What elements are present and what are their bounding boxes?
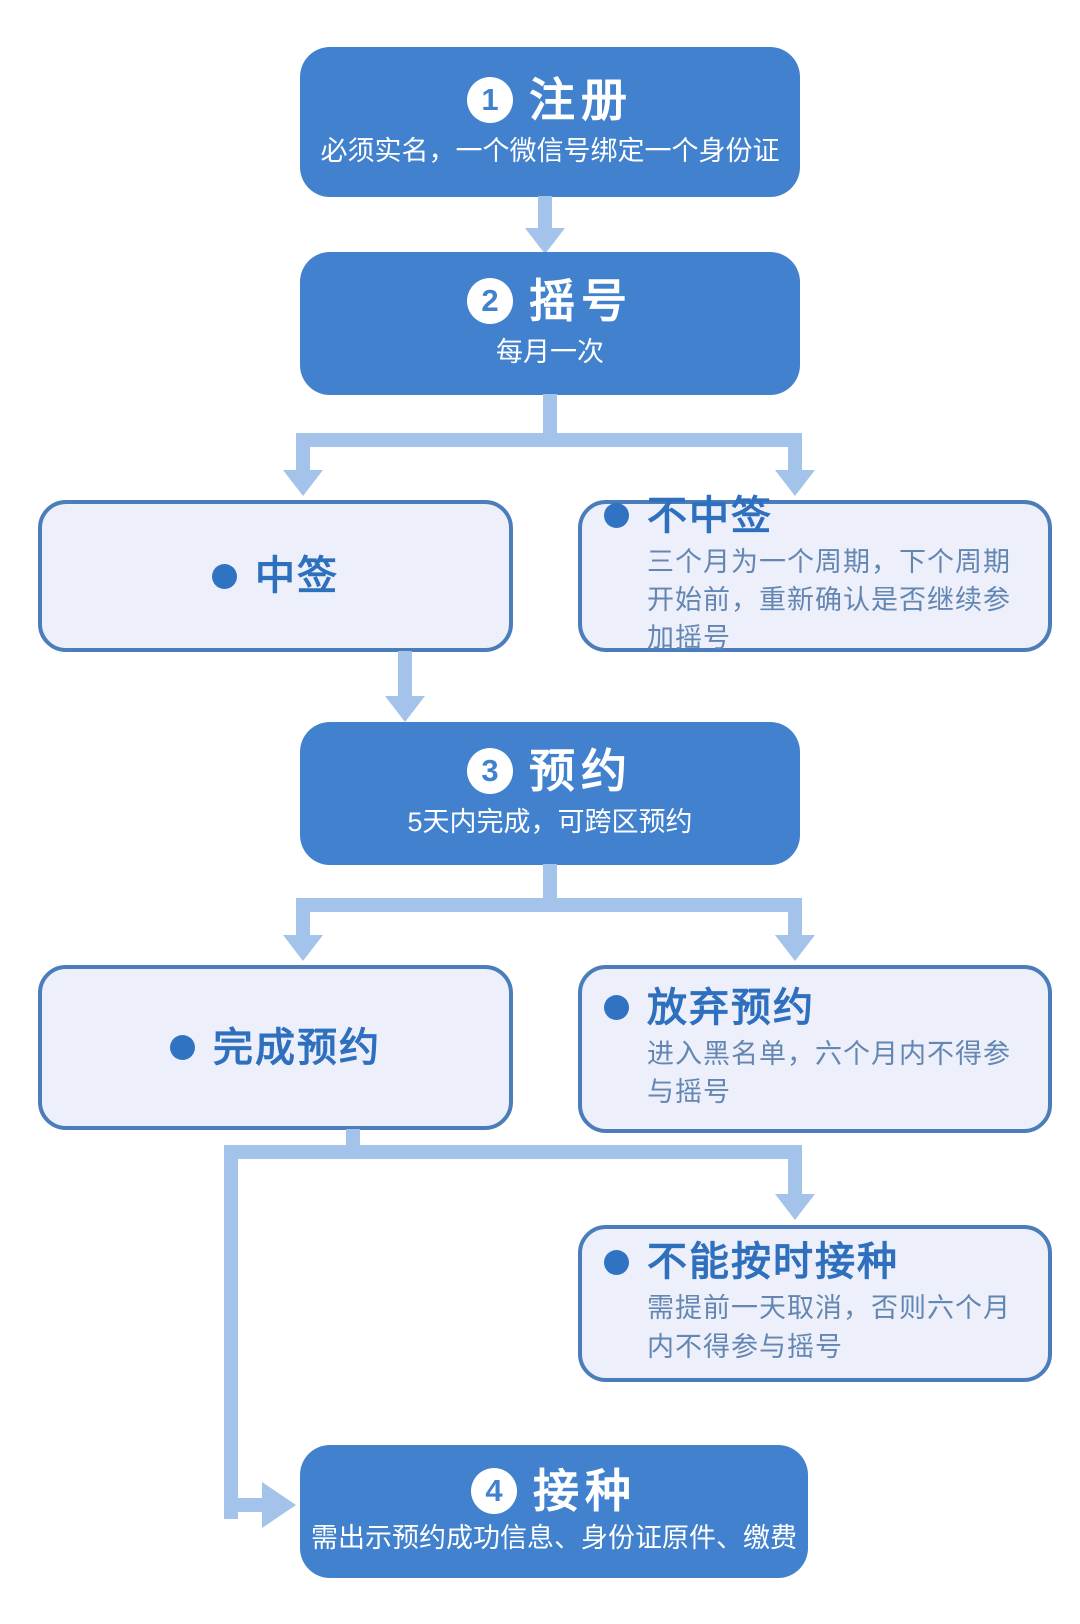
step-lottery-title-row: 2 摇号	[467, 275, 633, 328]
outcome-abandon-title-row: 放弃预约	[604, 985, 1026, 1031]
step-register-title-row: 1 注册	[467, 73, 633, 126]
outcome-win-box: 中签	[38, 500, 513, 652]
connector-booking-to-complete	[296, 912, 310, 936]
step-vaccinate-title: 接种	[533, 1465, 637, 1518]
step-vaccinate-title-row: 4 接种	[471, 1465, 637, 1518]
connector-register-lottery	[538, 196, 552, 230]
connector-booking-to-abandon	[788, 912, 802, 936]
outcome-win-title: 中签	[255, 554, 339, 598]
bullet-dot-icon	[604, 503, 629, 529]
outcome-lose-body: 三个月为一个周期，下个周期开始前，重新确认是否继续参加摇号	[647, 546, 1011, 654]
connector-win-booking	[398, 651, 412, 697]
arrow-down-icon	[775, 935, 815, 961]
connector-complete-to-miss	[788, 1159, 802, 1195]
arrow-down-icon	[525, 228, 565, 254]
outcome-complete-box: 完成预约	[38, 965, 513, 1130]
step-booking-title: 预约	[529, 745, 633, 798]
outcome-abandon-box: 放弃预约 进入黑名单，六个月内不得参与摇号	[578, 965, 1052, 1133]
outcome-miss-body: 需提前一天取消，否则六个月内不得参与摇号	[647, 1293, 1011, 1362]
step-number-3-icon: 3	[467, 748, 513, 795]
connector-complete-to-vaccinate	[224, 1145, 238, 1519]
outcome-complete-title-row: 完成预约	[170, 1025, 381, 1071]
step-register-box: 1 注册 必须实名，一个微信号绑定一个身份证	[300, 47, 800, 197]
outcome-lose-title: 不中签	[647, 493, 773, 538]
step-booking-subtitle: 5天内完成，可跨区预约	[407, 807, 693, 838]
step-number-4-icon: 4	[471, 1468, 517, 1515]
arrow-down-icon	[775, 1194, 815, 1220]
outcome-miss-box: 不能按时接种 需提前一天取消，否则六个月内不得参与摇号	[578, 1225, 1052, 1382]
outcome-abandon-body: 进入黑名单，六个月内不得参与摇号	[647, 1038, 1011, 1107]
connector-lottery-to-lose	[788, 447, 802, 471]
arrow-down-icon	[283, 935, 323, 961]
outcome-abandon-title: 放弃预约	[647, 985, 815, 1030]
connector-complete-bar	[224, 1145, 802, 1159]
arrow-down-icon	[283, 470, 323, 496]
step-booking-box: 3 预约 5天内完成，可跨区预约	[300, 722, 800, 865]
step-register-title: 注册	[529, 73, 633, 126]
arrow-right-icon	[262, 1482, 296, 1528]
step-vaccinate-box: 4 接种 需出示预约成功信息、身份证原件、缴费	[300, 1445, 808, 1578]
step-lottery-box: 2 摇号 每月一次	[300, 252, 800, 395]
step-booking-title-row: 3 预约	[467, 745, 633, 798]
bullet-dot-icon	[212, 563, 237, 589]
outcome-win-title-row: 中签	[212, 553, 339, 599]
step-lottery-title: 摇号	[529, 275, 633, 328]
step-register-subtitle: 必须实名，一个微信号绑定一个身份证	[320, 135, 780, 166]
outcome-miss-title-row: 不能按时接种	[604, 1239, 1026, 1285]
outcome-miss-title: 不能按时接种	[647, 1240, 899, 1285]
step-number-1-icon: 1	[467, 76, 513, 123]
step-lottery-subtitle: 每月一次	[496, 337, 604, 368]
outcome-complete-title: 完成预约	[213, 1025, 381, 1070]
connector-lottery-branch-stub	[543, 394, 557, 434]
connector-complete-stub	[346, 1129, 360, 1147]
arrow-down-icon	[385, 696, 425, 722]
connector-vaccinate-hshaft	[236, 1498, 264, 1512]
outcome-lose-title-row: 不中签	[604, 493, 1026, 539]
step-vaccinate-subtitle: 需出示预约成功信息、身份证原件、缴费	[311, 1523, 797, 1554]
bullet-dot-icon	[170, 1035, 195, 1060]
step-number-2-icon: 2	[467, 278, 513, 325]
connector-booking-branch-bar	[296, 898, 802, 912]
connector-lottery-branch-bar	[296, 433, 802, 447]
outcome-lose-box: 不中签 三个月为一个周期，下个周期开始前，重新确认是否继续参加摇号	[578, 494, 1052, 653]
connector-lottery-to-win	[296, 447, 310, 471]
bullet-dot-icon	[604, 995, 629, 1021]
connector-booking-branch-stub	[543, 864, 557, 900]
arrow-down-icon	[775, 470, 815, 496]
bullet-dot-icon	[604, 1249, 629, 1275]
